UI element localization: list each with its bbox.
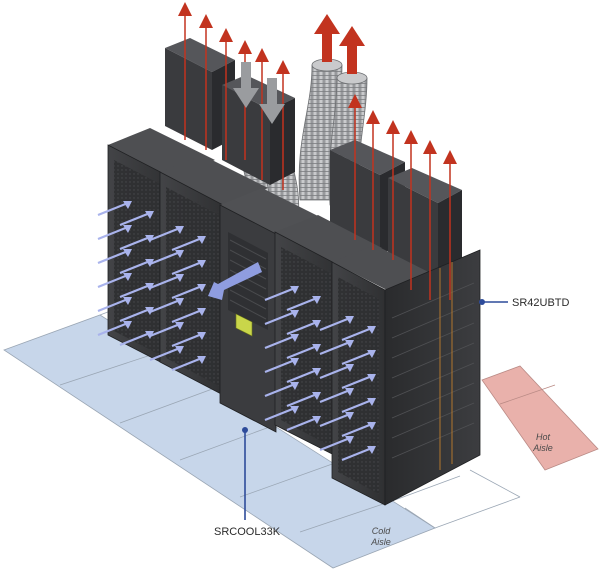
- cold-intake-arrows: [97, 201, 376, 462]
- hot-exhaust-arrow-icon: [178, 2, 192, 140]
- hot-exhaust-arrow-icon: [404, 130, 418, 290]
- cold-intake-arrow-icon: [341, 422, 376, 438]
- leader-cooler: [242, 427, 248, 520]
- cold-intake-arrow-icon: [97, 321, 132, 337]
- hot-aisle-label-line2: Aisle: [532, 443, 553, 453]
- cold-intake-arrow-icon: [319, 316, 354, 332]
- hot-aisle-label-line1: Hot: [536, 432, 551, 442]
- cold-intake-arrow-icon: [264, 286, 299, 302]
- cold-intake-arrow-icon: [119, 331, 154, 347]
- cold-intake-arrow-icon: [171, 284, 206, 300]
- cold-intake-arrow-icon: [264, 358, 299, 374]
- leader-rack: [479, 299, 508, 305]
- cold-intake-arrow-icon: [97, 225, 132, 241]
- cold-intake-arrow-icon: [149, 274, 184, 290]
- chimney-back-mid: [222, 75, 295, 185]
- cold-intake-arrow-icon: [171, 236, 206, 252]
- cold-intake-arrow-icon: [149, 298, 184, 314]
- cold-intake-arrow-icon: [319, 388, 354, 404]
- cold-intake-arrow-icon: [149, 250, 184, 266]
- cold-intake-arrow-icon: [341, 446, 376, 462]
- cold-intake-arrow-icon: [286, 368, 321, 384]
- cold-intake-arrow-icon: [171, 332, 206, 348]
- hot-exhaust-arrow-icon: [255, 48, 269, 180]
- cold-intake-arrow-icon: [286, 416, 321, 432]
- cold-intake-arrow-icon: [97, 201, 132, 217]
- hot-exhaust-arrow-icon: [443, 150, 457, 300]
- hot-exhaust-arrow-icon: [366, 110, 380, 250]
- cold-intake-arrow-icon: [286, 344, 321, 360]
- cold-intake-arrow-icon: [286, 392, 321, 408]
- cold-intake-arrow-icon: [286, 296, 321, 312]
- floor-grid: [3, 287, 599, 569]
- cold-intake-arrow-icon: [119, 283, 154, 299]
- cold-intake-arrow-icon: [119, 211, 154, 227]
- cold-intake-arrow-icon: [319, 364, 354, 380]
- duct-intake-arrow-icon: [259, 78, 285, 124]
- rack-row: [107, 128, 481, 506]
- hot-exhaust-arrow-icon: [199, 14, 213, 150]
- cold-intake-arrow-icon: [97, 273, 132, 289]
- cold-intake-arrow-icon: [171, 356, 206, 372]
- cold-intake-arrow-icon: [119, 259, 154, 275]
- cold-intake-arrow-icon: [319, 412, 354, 428]
- cold-intake-arrow-icon: [171, 308, 206, 324]
- cold-intake-arrow-icon: [264, 382, 299, 398]
- rack-4: [331, 245, 481, 506]
- cooler-unit: [219, 188, 318, 433]
- cooler-outflow-arrow-icon: [208, 262, 262, 300]
- hot-exhaust-arrow-icon: [339, 26, 365, 74]
- cold-intake-arrow-icon: [149, 226, 184, 242]
- duct-intake-arrows: [233, 62, 285, 124]
- hot-exhaust-arrow-icon: [348, 94, 362, 240]
- cooler-display: [235, 313, 253, 337]
- cold-intake-arrow-icon: [341, 326, 376, 342]
- cold-intake-arrow-icon: [149, 322, 184, 338]
- exhaust-chimneys: [165, 38, 462, 285]
- duct-intake-arrow-icon: [233, 62, 259, 108]
- hot-exhaust-arrow-icon: [219, 28, 233, 160]
- leader-dot-icon: [242, 427, 248, 433]
- cold-intake-arrow-icon: [264, 406, 299, 422]
- cold-intake-arrow-icon: [171, 260, 206, 276]
- rack-2: [159, 155, 268, 397]
- cold-intake-arrow-icon: [149, 346, 184, 362]
- cold-intake-arrow-icon: [319, 340, 354, 356]
- cold-aisle-label-line1: Cold: [372, 526, 392, 536]
- cooler-model-label: SRCOOL33K: [214, 526, 281, 538]
- cold-intake-arrow-icon: [319, 436, 354, 452]
- hot-exhaust-arrow-icon: [423, 140, 437, 300]
- leader-dot-icon: [479, 299, 485, 305]
- hot-exhaust-arrow-icon: [314, 14, 340, 62]
- cold-aisle-label-line2: Aisle: [370, 537, 391, 547]
- cold-intake-arrow-icon: [119, 235, 154, 251]
- cold-intake-arrow-icon: [264, 310, 299, 326]
- rack-model-label: SR42UBTD: [512, 297, 570, 309]
- hot-exhaust-arrow-icon: [276, 60, 290, 190]
- hot-aisle-floor: [481, 365, 599, 471]
- cold-intake-arrow-icon: [341, 374, 376, 390]
- cold-intake-arrow-icon: [341, 350, 376, 366]
- cold-intake-arrow-icon: [264, 334, 299, 350]
- cold-intake-arrow-icon: [97, 297, 132, 313]
- cold-intake-arrow-icon: [341, 398, 376, 414]
- cold-intake-arrow-icon: [119, 307, 154, 323]
- cold-intake-arrow-icon: [97, 249, 132, 265]
- hot-exhaust-arrow-icon: [386, 120, 400, 260]
- cold-intake-arrow-icon: [286, 320, 321, 336]
